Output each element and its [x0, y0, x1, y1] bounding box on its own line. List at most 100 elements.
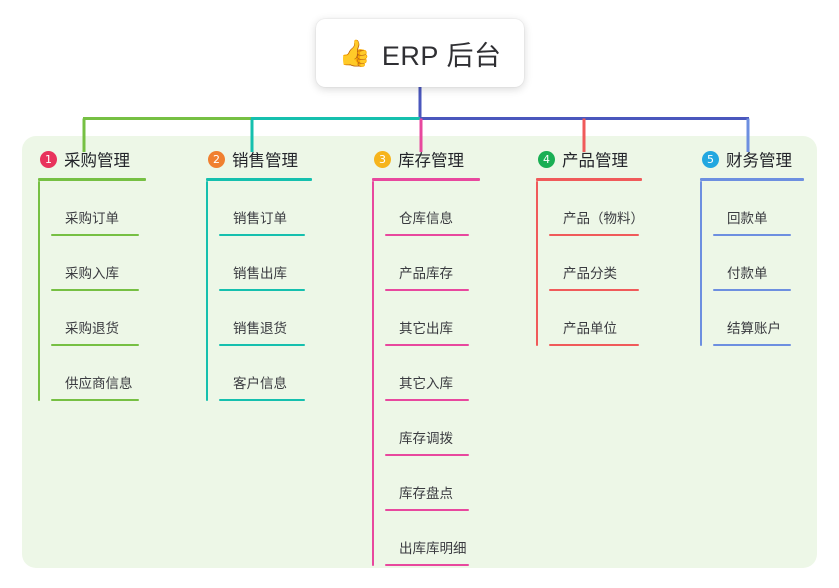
- module-item[interactable]: 回款单: [713, 181, 804, 236]
- branch-spine: [700, 181, 702, 346]
- module-item-label: 出库库明细: [399, 541, 467, 556]
- modules-panel: [22, 136, 817, 568]
- module-item-rule: [713, 234, 791, 236]
- module-item[interactable]: 采购订单: [51, 181, 146, 236]
- module-item-label: 销售退货: [233, 321, 287, 336]
- module-item[interactable]: 销售退货: [219, 291, 312, 346]
- module-column-3: 3 库存管理仓库信息产品库存其它出库其它入库库存调拨库存盘点出库库明细: [372, 146, 480, 566]
- page-title: ERP 后台: [381, 40, 502, 71]
- module-header-rule: [372, 178, 480, 181]
- module-header-3[interactable]: 3 库存管理: [372, 146, 480, 172]
- module-item[interactable]: 库存调拨: [385, 401, 480, 456]
- module-item-rule: [385, 344, 469, 346]
- module-items-branch: 回款单付款单结算账户: [700, 181, 804, 346]
- module-item[interactable]: 采购退货: [51, 291, 146, 346]
- branch-spine: [372, 181, 374, 566]
- module-item[interactable]: 产品单位: [549, 291, 642, 346]
- module-item-rule: [219, 234, 305, 236]
- module-item[interactable]: 其它出库: [385, 291, 480, 346]
- module-item[interactable]: 结算账户: [713, 291, 804, 346]
- module-item[interactable]: 客户信息: [219, 346, 312, 401]
- module-item[interactable]: 仓库信息: [385, 181, 480, 236]
- module-item-label: 库存调拨: [399, 431, 453, 446]
- module-items-branch: 采购订单采购入库采购退货供应商信息: [38, 181, 146, 401]
- module-item-rule: [549, 234, 639, 236]
- module-header-rule: [206, 178, 312, 181]
- module-items-branch: 产品（物料） 产品分类产品单位: [536, 181, 644, 346]
- module-item-label: 其它入库: [399, 376, 453, 391]
- module-item[interactable]: 销售出库: [219, 236, 312, 291]
- module-title: 产品管理: [562, 152, 628, 170]
- module-item[interactable]: 付款单: [713, 236, 804, 291]
- module-item-rule: [385, 289, 469, 291]
- module-item-label: 仓库信息: [399, 211, 453, 226]
- module-item-label: 结算账户: [727, 321, 781, 336]
- module-number-badge: 5: [702, 150, 719, 168]
- branch-spine: [206, 181, 208, 401]
- module-header-4[interactable]: 4 产品管理: [536, 146, 642, 172]
- module-item[interactable]: 产品分类: [549, 236, 642, 291]
- module-item-rule: [385, 509, 469, 511]
- module-item-label: 其它出库: [399, 321, 453, 336]
- module-item-label: 产品分类: [563, 266, 617, 281]
- module-header-1[interactable]: 1 采购管理: [38, 146, 146, 172]
- module-items-branch: 仓库信息产品库存其它出库其它入库库存调拨库存盘点出库库明细: [372, 181, 480, 566]
- module-item-rule: [385, 399, 469, 401]
- branch-spine: [536, 181, 538, 346]
- module-item[interactable]: 库存盘点: [385, 456, 480, 511]
- module-item[interactable]: 产品库存: [385, 236, 480, 291]
- module-item-rule: [549, 289, 639, 291]
- module-item-label: 采购入库: [65, 266, 119, 281]
- module-column-1: 1 采购管理采购订单采购入库采购退货供应商信息: [38, 146, 146, 401]
- module-item-label: 付款单: [727, 266, 768, 281]
- module-item-rule: [385, 564, 469, 566]
- module-item-label: 产品（物料）: [563, 211, 644, 226]
- module-item[interactable]: 供应商信息: [51, 346, 146, 401]
- module-item-label: 产品单位: [563, 321, 617, 336]
- module-item-label: 回款单: [727, 211, 768, 226]
- module-item-rule: [219, 289, 305, 291]
- module-number-badge: 3: [374, 150, 391, 168]
- module-header-rule: [700, 178, 804, 181]
- module-item-rule: [713, 289, 791, 291]
- module-header-rule: [38, 178, 146, 181]
- module-title: 采购管理: [64, 152, 130, 170]
- module-header-5[interactable]: 5 财务管理: [700, 146, 804, 172]
- module-item-rule: [713, 344, 791, 346]
- module-title: 库存管理: [398, 152, 464, 170]
- module-item-label: 产品库存: [399, 266, 453, 281]
- module-item-label: 供应商信息: [65, 376, 133, 391]
- module-item[interactable]: 其它入库: [385, 346, 480, 401]
- module-item-rule: [385, 234, 469, 236]
- module-item-rule: [51, 399, 139, 401]
- module-item-label: 销售订单: [233, 211, 287, 226]
- module-item-rule: [51, 289, 139, 291]
- module-number-badge: 2: [208, 150, 225, 168]
- module-number-badge: 4: [538, 150, 555, 168]
- thumbs-up-icon: 👍: [338, 38, 371, 68]
- module-title: 财务管理: [726, 152, 792, 170]
- module-number-badge: 1: [40, 150, 57, 168]
- module-item-label: 采购订单: [65, 211, 119, 226]
- module-item-label: 销售出库: [233, 266, 287, 281]
- module-item-label: 客户信息: [233, 376, 287, 391]
- module-column-4: 4 产品管理产品（物料） 产品分类产品单位: [536, 146, 644, 346]
- module-item[interactable]: 采购入库: [51, 236, 146, 291]
- root-title-card[interactable]: 👍 ERP 后台: [316, 19, 524, 87]
- module-item[interactable]: 出库库明细: [385, 511, 480, 566]
- module-header-rule: [536, 178, 642, 181]
- module-item-rule: [385, 454, 469, 456]
- module-item-rule: [51, 234, 139, 236]
- module-item-rule: [549, 344, 639, 346]
- branch-spine: [38, 181, 40, 401]
- module-items-branch: 销售订单销售出库销售退货客户信息: [206, 181, 312, 401]
- module-item-label: 库存盘点: [399, 486, 453, 501]
- module-item[interactable]: 销售订单: [219, 181, 312, 236]
- module-item-label: 采购退货: [65, 321, 119, 336]
- module-item[interactable]: 产品（物料）: [549, 181, 644, 236]
- module-item-rule: [219, 399, 305, 401]
- module-item-rule: [219, 344, 305, 346]
